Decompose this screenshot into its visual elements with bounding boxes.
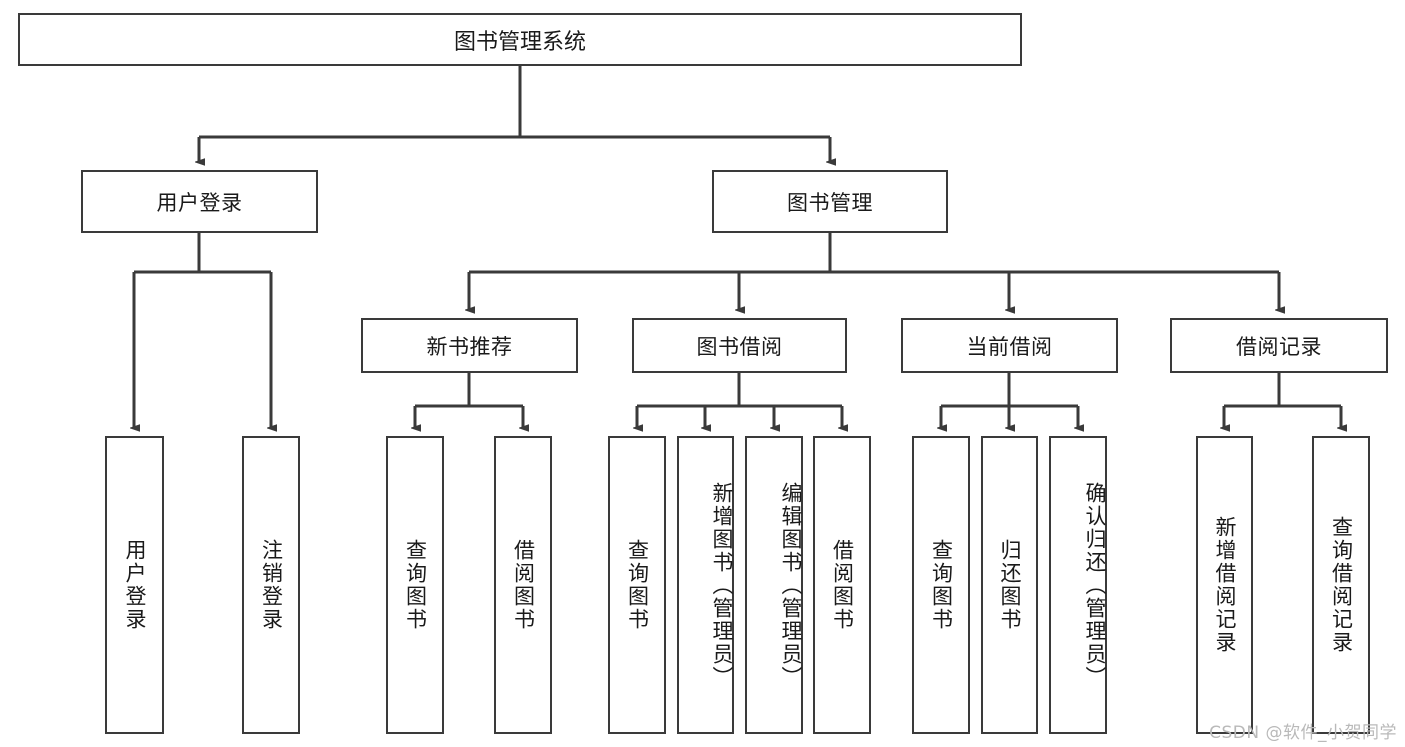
leaf-label: 新增借阅记录: [1213, 516, 1237, 654]
leaf-label: 编辑图书（管理员）: [779, 481, 803, 689]
leaf-edit-book-admin[interactable]: 编辑图书（管理员）: [745, 436, 803, 734]
leaf-new-book-borrow[interactable]: 借阅图书: [494, 436, 552, 734]
leaf-borrow-book[interactable]: 借阅图书: [813, 436, 871, 734]
leaf-label: 确认归还（管理员）: [1083, 481, 1107, 689]
node-borrow-record[interactable]: 借阅记录: [1170, 318, 1388, 373]
leaf-return-book[interactable]: 归还图书: [981, 436, 1038, 734]
leaf-label: 查询图书: [625, 539, 650, 631]
leaf-label: 查询图书: [403, 539, 428, 631]
node-book-manage[interactable]: 图书管理: [712, 170, 948, 233]
leaf-user-login[interactable]: 用户登录: [105, 436, 164, 734]
leaf-borrow-query-book[interactable]: 查询图书: [608, 436, 666, 734]
leaf-label: 查询借阅记录: [1329, 516, 1354, 654]
leaf-logout[interactable]: 注销登录: [242, 436, 300, 734]
leaf-label: 注销登录: [259, 539, 284, 631]
leaf-new-book-query[interactable]: 查询图书: [386, 436, 444, 734]
node-user-login[interactable]: 用户登录: [81, 170, 318, 233]
leaf-label: 借阅图书: [830, 539, 855, 631]
watermark: CSDN @软件_小贺同学: [1209, 723, 1397, 743]
node-new-book-recommend[interactable]: 新书推荐: [361, 318, 578, 373]
leaf-query-borrow-record[interactable]: 查询借阅记录: [1312, 436, 1370, 734]
leaf-add-book-admin[interactable]: 新增图书（管理员）: [677, 436, 734, 734]
leaf-label: 归还图书: [998, 539, 1022, 631]
leaf-label: 新增图书（管理员）: [710, 481, 734, 689]
leaf-confirm-return-admin[interactable]: 确认归还（管理员）: [1049, 436, 1107, 734]
leaf-current-query-book[interactable]: 查询图书: [912, 436, 970, 734]
node-root[interactable]: 图书管理系统: [18, 13, 1022, 66]
leaf-add-borrow-record[interactable]: 新增借阅记录: [1196, 436, 1253, 734]
node-current-borrow[interactable]: 当前借阅: [901, 318, 1118, 373]
leaf-label: 查询图书: [929, 539, 954, 631]
node-book-borrow[interactable]: 图书借阅: [632, 318, 847, 373]
leaf-label: 用户登录: [123, 539, 147, 631]
leaf-label: 借阅图书: [511, 539, 536, 631]
